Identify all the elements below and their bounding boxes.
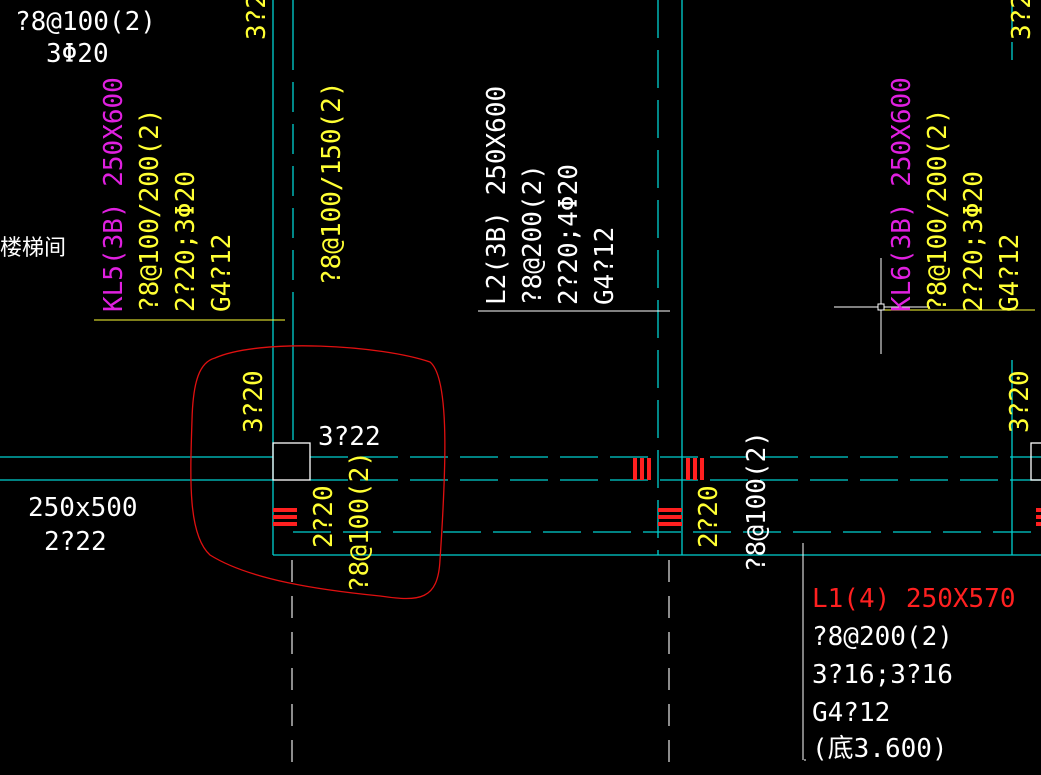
kl5-bars: 2?20;3Φ20 (171, 171, 201, 312)
col-bars-label: 3?20 (239, 370, 269, 433)
kl6-annotation[interactable]: KL6(3B) 250X600 ?8@100/200(2) 2?20;3Φ20 … (887, 77, 1025, 312)
l2-annotation[interactable]: L2(3B) 250X600 ?8@200(2) 2?20;4Φ20 G4?12 (482, 86, 620, 305)
kl5-stirrup: ?8@100/200(2) (135, 109, 165, 313)
left-beam-bars-label: 2?22 (44, 527, 107, 557)
l2-stirrup: ?8@200(2) (518, 164, 548, 305)
mid-bottom-stirrup-label: ?8@100(2) (742, 431, 772, 572)
right-col-bars-label: 3?20 (1005, 370, 1035, 433)
kl5-annotation[interactable]: KL5(3B) 250X600 ?8@100/200(2) 2?20;3Φ20 … (99, 77, 237, 312)
rebar-markers (273, 458, 1041, 526)
node-bottom-stirrup-label: ?8@100(2) (345, 451, 375, 592)
kl5-side-bars: G4?12 (207, 234, 237, 312)
l2-name: L2(3B) 250X600 (482, 86, 512, 305)
top-right-bars-label: 3?2 (1007, 0, 1037, 40)
l1-annotation[interactable]: L1(4) 250X570 ?8@200(2) 3?16;3?16 G4?12 … (812, 584, 1016, 764)
crosshair-cursor (834, 258, 930, 354)
rebar-marker-mid-bottom (658, 508, 682, 526)
kl6-side-bars: G4?12 (995, 234, 1025, 312)
l1-side-bars: G4?12 (812, 698, 890, 728)
col-stirrup-label: ?8@100/150(2) (317, 82, 347, 286)
kl6-bars: 2?20;3Φ20 (959, 171, 989, 312)
leader-lines (94, 309, 1035, 761)
stair-room-label: 楼梯间 (0, 236, 66, 261)
l1-stirrup: ?8@200(2) (812, 622, 953, 652)
rebar-marker-right (1036, 508, 1041, 526)
top-col-bars-label: 3?2 (242, 0, 272, 40)
left-beam-size-label: 250x500 (28, 493, 138, 523)
kl5-name: KL5(3B) 250X600 (99, 77, 129, 312)
mid-bottom-bars-label: 2?20 (694, 485, 724, 548)
rebar-marker-mid-right (686, 458, 704, 480)
l2-bars: 2?20;4Φ20 (554, 164, 584, 305)
rebar-marker-mid-left (633, 458, 651, 480)
column-node (272, 442, 311, 481)
top-left-stirrup-label: ?8@100(2) (15, 7, 156, 37)
node-bars-label: 3?22 (318, 422, 381, 452)
l1-name: L1(4) 250X570 (812, 584, 1016, 614)
kl6-name: KL6(3B) 250X600 (887, 77, 917, 312)
node-bottom-bars-label: 2?20 (309, 485, 339, 548)
beam-lines (0, 0, 1041, 556)
revision-cloud[interactable] (190, 345, 446, 600)
kl6-stirrup: ?8@100/200(2) (923, 109, 953, 313)
l1-bars: 3?16;3?16 (812, 660, 953, 690)
rebar-marker-left (273, 508, 297, 526)
column-node (1030, 442, 1041, 481)
l2-side-bars: G4?12 (590, 227, 620, 305)
l1-elevation: (底3.600) (812, 734, 948, 764)
top-left-bars-label: 3Φ20 (46, 39, 109, 69)
